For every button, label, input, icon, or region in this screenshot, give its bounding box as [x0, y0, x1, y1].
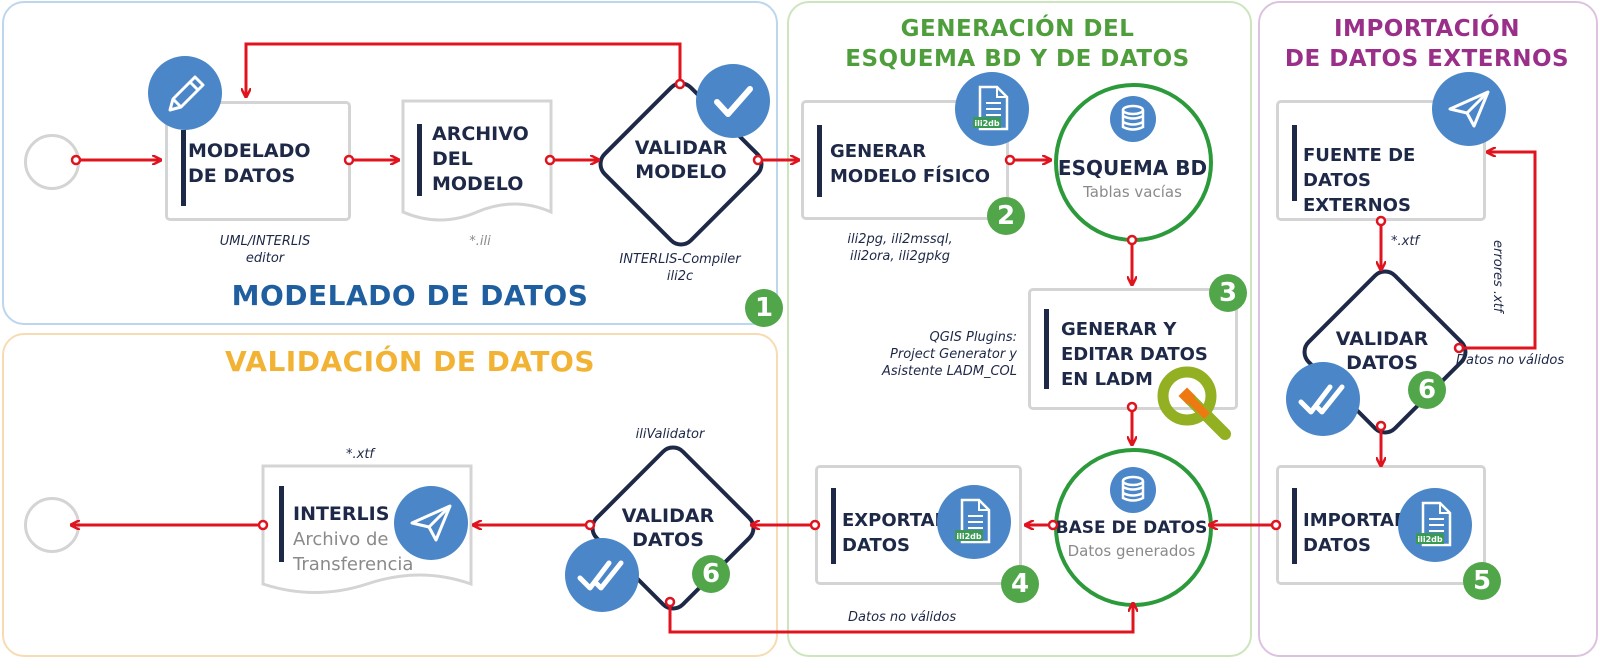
node-label: DE DATOS — [188, 165, 296, 187]
caption-validar-datos-low: iliValidator — [635, 427, 705, 442]
step-number-1: 1 — [745, 289, 783, 327]
node-label: MODELADO — [188, 140, 311, 162]
node-importar: IMPORTAR DATOS — [1276, 465, 1486, 585]
edge-label-datos-no-validos-low: Datos no válidos — [848, 610, 957, 625]
caption-fuente: *.xtf — [1391, 234, 1419, 249]
node-interlis: INTERLIS Archivo de Transferencia — [293, 503, 414, 575]
ili2db-file-icon: ili2db — [955, 72, 1029, 146]
node-generar-editar: GENERAR Y EDITAR DATOS EN LADM — [1028, 288, 1238, 410]
region-title-importacion-2: DE DATOS EXTERNOS — [1284, 46, 1570, 72]
region-title-importacion-1: IMPORTACIÓN — [1334, 16, 1520, 42]
ili2db-label: ili2db — [1417, 535, 1443, 544]
caption-modelado: UML/INTERLIS editor — [219, 234, 311, 266]
ili2db-label: ili2db — [974, 119, 1000, 128]
end-terminal — [24, 497, 80, 553]
double-check-icon — [565, 538, 639, 612]
bar — [279, 486, 284, 562]
base-datos-title: BASE DE DATOS — [1055, 518, 1208, 538]
esquema-bd-title: ESQUEMA BD — [1057, 156, 1208, 180]
caption-generar-editar: QGIS Plugins: Project Generator y Asiste… — [881, 330, 1017, 379]
caption-generar-modelo: ili2pg, ili2mssql, ili2ora, ili2gpkg — [847, 232, 953, 264]
database-icon — [1110, 96, 1156, 142]
ili2db-label: ili2db — [956, 532, 982, 541]
region-title-generacion-1: GENERACIÓN DEL — [900, 16, 1135, 42]
region-title-modelado: MODELADO DE DATOS — [231, 279, 589, 312]
bar — [417, 124, 422, 196]
edge-label-errores: errores .xtf — [1490, 240, 1505, 313]
database-icon — [1110, 467, 1156, 513]
pencil-icon — [148, 56, 222, 130]
caption-archivo: *.ili — [469, 234, 491, 249]
caption-validar-modelo: INTERLIS-Compiler ili2c — [619, 252, 741, 284]
qgis-logo-icon — [1157, 366, 1231, 440]
caption-interlis: *.xtf — [346, 447, 374, 462]
label-validar-modelo: VALIDAR MODELO — [634, 137, 728, 183]
check-icon — [696, 64, 770, 138]
label-validar-datos-low: VALIDAR DATOS — [621, 505, 715, 551]
double-check-icon — [1286, 362, 1360, 436]
node-archivo-modelo: ARCHIVO DEL MODELO — [432, 123, 529, 195]
step-number-6-ext: 6 — [1408, 371, 1446, 409]
step-number-3: 3 — [1209, 274, 1247, 312]
step-number-5: 5 — [1463, 562, 1501, 600]
region-title-validacion: VALIDACIÓN DE DATOS — [225, 345, 595, 378]
esquema-bd-subtitle: Tablas vacías — [1083, 183, 1182, 201]
step-number-2: 2 — [987, 197, 1025, 235]
ili2db-file-icon: ili2db — [937, 485, 1011, 559]
step-number-6-low: 6 — [692, 555, 730, 593]
base-datos-subtitle: Datos generados — [1067, 542, 1196, 560]
paper-plane-icon — [394, 486, 468, 560]
ili2db-file-icon: ili2db — [1398, 488, 1472, 562]
step-number-4: 4 — [1001, 565, 1039, 603]
start-terminal — [24, 134, 80, 190]
label-validar-datos-ext: VALIDAR DATOS — [1335, 328, 1429, 374]
region-title-generacion-2: ESQUEMA BD Y DE DATOS — [845, 46, 1190, 72]
paper-plane-icon — [1432, 72, 1506, 146]
edge-label-datos-no-validos-ext: Datos no válidos — [1456, 353, 1565, 368]
